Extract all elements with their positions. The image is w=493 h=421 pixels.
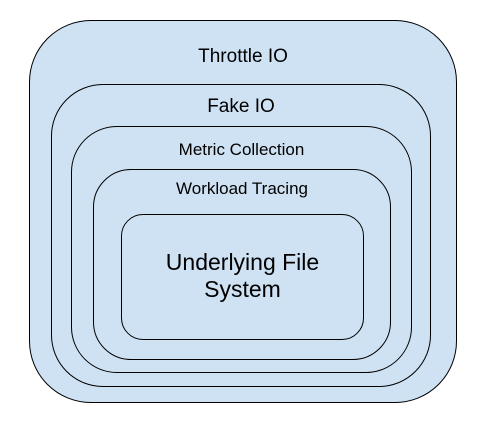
file-system-layer: Underlying File System — [121, 214, 364, 340]
workload-tracing-label: Workload Tracing — [176, 179, 308, 198]
file-system-label: Underlying File System — [122, 249, 363, 303]
fake-io-label: Fake IO — [207, 96, 275, 117]
file-system-label-line2: System — [204, 276, 281, 302]
file-system-label-line1: Underlying File — [165, 249, 320, 275]
throttle-io-label: Throttle IO — [198, 46, 288, 67]
metric-collection-label: Metric Collection — [178, 140, 305, 159]
